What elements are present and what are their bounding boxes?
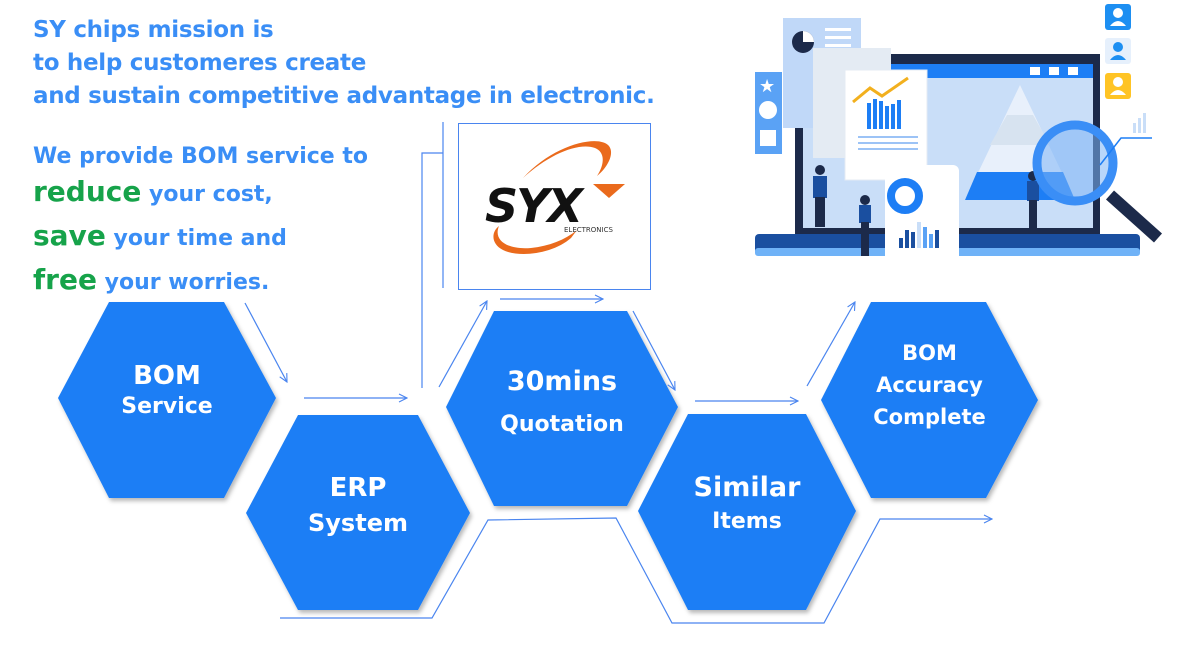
logo-tagline: ELECTRONICS [564,226,613,234]
step-similar-items: Similar Items [638,414,856,610]
benefit-free: free your worries. [33,260,368,304]
logo-swoosh-bottom [493,226,577,254]
mini-bars-icon [1133,113,1146,133]
mission-statement: SY chips mission is to help customeres c… [33,14,655,113]
circle-icon [759,101,777,119]
window-control-icon [1068,67,1078,75]
connector-outline [280,518,992,624]
step-bom-accuracy: BOM Accuracy Complete [821,302,1038,498]
connector-arrow [632,310,675,390]
service-intro: We provide BOM service to [33,144,369,169]
connector-arrow [438,301,487,388]
benefit-keyword: save [33,219,106,252]
mission-line-1: SY chips mission is [33,17,274,43]
step-title: 30mins [506,365,618,397]
step-subtitle: Items [712,509,782,534]
step-bom-service: BOM Service [58,302,276,498]
trend-line-icon [852,76,909,104]
syx-electronics-logo: SYX ELECTRONICS [485,141,625,254]
step-subtitle-2: Complete [873,405,986,429]
star-icon: ★ [759,76,775,97]
step-erp-system: ERP System [246,415,470,610]
donut-chart-icon [887,178,923,214]
analytics-illustration: ★ [755,4,1163,290]
step-title: Similar [693,472,801,503]
person-figure [813,165,827,227]
step-title: BOM [133,361,201,391]
connector-logo-link [421,152,443,388]
company-logo-box: SYX ELECTRONICS [458,123,651,290]
benefit-text: your worries. [96,270,270,295]
logo-swoosh-top [523,141,612,178]
window-control-icon [1049,67,1059,75]
step-subtitle: System [308,508,408,537]
benefit-text: your cost, [141,182,273,207]
benefit-save: save your time and [33,216,368,260]
bar-chart-icon [867,99,901,129]
step-subtitle: Quotation [500,411,624,437]
mission-line-2: to help customeres create [33,50,367,76]
magnifier-handle [1105,190,1163,243]
hexagon-similar-items [638,414,856,610]
logo-arrow-tip [593,184,625,198]
logo-brand-text: SYX [485,179,585,233]
benefit-keyword: free [33,263,97,296]
magnifier-icon [1032,120,1118,206]
benefit-keyword: reduce [33,175,142,208]
hexagon-bom-accuracy [821,302,1038,498]
benefit-text: your time and [105,226,287,251]
hexagon-erp-system [246,415,470,610]
window-control-icon [1030,67,1040,75]
benefit-reduce: reduce your cost, [33,172,368,216]
analytics-document [885,165,959,290]
step-quotation: 30mins Quotation [446,311,678,506]
person-figure [859,195,871,256]
square-icon [760,130,776,146]
step-title: BOM [902,341,957,365]
step-subtitle: Service [121,394,213,419]
step-title: ERP [329,472,387,503]
bar-chart-icon [899,222,939,248]
mission-line-3: and sustain competitive advantage in ele… [33,83,655,109]
hexagon-quotation [446,311,678,506]
pyramid-tier [990,115,1050,145]
service-benefits: We provide BOM service to reduce your co… [33,142,368,304]
connector-arrow [244,302,287,382]
step-subtitle: Accuracy [876,373,983,397]
connector-arrow [806,302,855,387]
hexagon-bom-service [58,302,276,498]
